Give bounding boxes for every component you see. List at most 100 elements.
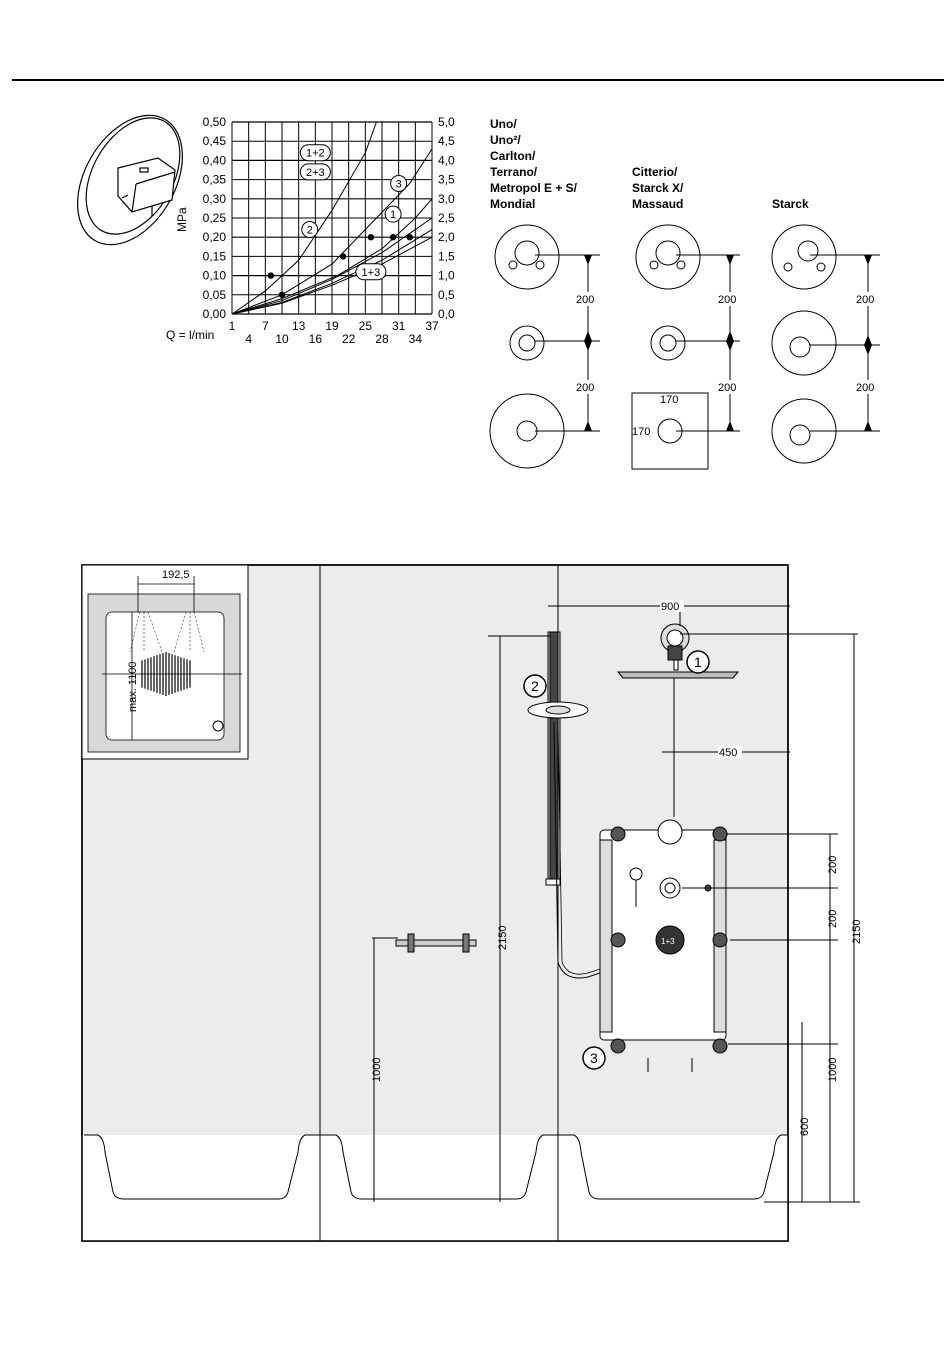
curve-label-bubble: [299, 163, 331, 181]
series-line-1: [231, 198, 433, 315]
x-tick-upper: 1: [229, 319, 236, 333]
chart-area: 0,000,050,100,150,200,250,300,350,400,45…: [203, 115, 455, 346]
drain-icon: [212, 720, 224, 732]
dim-192-5: 192,5: [162, 569, 190, 581]
dim-450: 450: [719, 747, 737, 759]
y-tick-left: 0,30: [203, 192, 227, 206]
curve-label-bubble: [301, 221, 319, 239]
curve-label: 3: [396, 178, 402, 190]
series-line-1plus3: [231, 236, 433, 315]
header-col1-line: Uno²/: [490, 133, 521, 147]
dim-spacing-2: 200: [576, 382, 594, 394]
installation-diagram: 192,5 max. 1100 1+3: [81, 564, 863, 1242]
bathtub-outlines: [84, 1134, 788, 1200]
data-marker: [367, 234, 375, 241]
header-col1-line: Carlton/: [490, 149, 536, 163]
dim-spacing-4: 200: [718, 382, 736, 394]
header-col2-line: Citterio/: [632, 165, 678, 179]
y-tick-left: 0,05: [203, 288, 227, 302]
header-col2-line: Massaud: [632, 197, 683, 211]
header-col1-line: Mondial: [490, 197, 535, 211]
header-col3: Starck: [772, 197, 809, 211]
floor-zone: [82, 1135, 788, 1241]
header-col2: Citterio/Starck X/Massaud: [632, 165, 684, 211]
plan-view-inset: 192,5 max. 1100: [81, 564, 249, 760]
y-tick-right: 2,0: [438, 230, 455, 244]
x-tick-lower: 34: [409, 332, 423, 346]
y-tick-right: 4,0: [438, 153, 455, 167]
curve-label: 1: [390, 209, 396, 221]
header-col1-line: Metropol E + S/: [490, 181, 578, 195]
series-line-3: [231, 148, 433, 315]
y-tick-right: 1,5: [438, 249, 455, 263]
label-thermostat: 3: [590, 1050, 598, 1066]
x-tick-upper: 31: [392, 319, 406, 333]
y-axis-label-left: MPa: [175, 207, 189, 232]
dim-200-lower: 200: [827, 910, 839, 928]
y-tick-right: 2,5: [438, 211, 455, 225]
curve-label-bubble: [299, 144, 331, 162]
spacing-diagram: Uno/Uno²/Carlton/Terrano/Metropol E + S/…: [489, 117, 880, 470]
pressure-diagram: 0,000,050,100,150,200,250,300,350,400,45…: [77, 114, 455, 346]
header-col2-line: Starck X/: [632, 181, 684, 195]
y-tick-right: 3,5: [438, 173, 455, 187]
x-tick-upper: 19: [325, 319, 339, 333]
x-tick-lower: 4: [245, 332, 252, 346]
curve-label-bubble: [355, 263, 387, 281]
dim-600: 600: [799, 1118, 811, 1136]
header-col1-line: Uno/: [490, 117, 517, 131]
y-tick-left: 0,10: [203, 269, 227, 283]
dim-2150-right: 2150: [851, 920, 863, 944]
y-tick-left: 0,20: [203, 230, 227, 244]
y-tick-right: 0,5: [438, 288, 455, 302]
dim-2150-left: 2150: [497, 926, 509, 950]
x-tick-lower: 10: [275, 332, 289, 346]
curve-label: 1+3: [362, 267, 381, 279]
curve-label: 2+3: [306, 167, 325, 179]
x-tick-upper: 37: [425, 319, 439, 333]
y-tick-left: 0,35: [203, 173, 227, 187]
x-tick-upper: 25: [359, 319, 373, 333]
dim-spacing-5: 200: [856, 294, 874, 306]
shower-rail: [527, 631, 639, 979]
dim-1000-right: 1000: [827, 1058, 839, 1082]
spray-head-plate: [494, 224, 560, 290]
data-marker: [406, 234, 413, 241]
dim-900: 900: [661, 601, 679, 613]
y-tick-right: 5,0: [438, 115, 455, 129]
diverter-plate: [509, 325, 545, 361]
thermostat-valve-sketch: [77, 114, 183, 246]
curve-label-bubble: [390, 174, 408, 192]
dim-spacing-6: 200: [856, 382, 874, 394]
curve-label: 2: [307, 225, 313, 237]
y-tick-left: 0,50: [203, 115, 227, 129]
dim-plate-width: 170: [660, 394, 678, 406]
dim-plate-height: 170: [632, 426, 650, 438]
curve-label: 1+2: [306, 148, 325, 160]
series-line-2plus3: [231, 229, 433, 315]
dial-label: 1+3: [661, 937, 675, 946]
overhead-shower: [616, 623, 740, 679]
x-tick-lower: 22: [342, 332, 356, 346]
header-col1-line: Terrano/: [490, 165, 538, 179]
data-marker: [278, 291, 286, 298]
data-marker: [339, 253, 347, 260]
y-tick-right: 4,5: [438, 134, 455, 148]
x-axis-label: Q = l/min: [166, 328, 214, 342]
y-tick-left: 0,15: [203, 249, 227, 263]
curve-label-bubble: [384, 205, 402, 223]
dim-1000-left: 1000: [371, 1058, 383, 1082]
y-tick-left: 0,25: [203, 211, 227, 225]
y-tick-right: 1,0: [438, 269, 455, 283]
x-tick-lower: 16: [309, 332, 323, 346]
dim-max-1100: max. 1100: [127, 661, 139, 712]
dim-200-upper: 200: [827, 856, 839, 874]
y-tick-right: 3,0: [438, 192, 455, 206]
dim-spacing-3: 200: [718, 294, 736, 306]
mounting-box: 1+3: [599, 819, 728, 1072]
dim-spacing-1: 200: [576, 294, 594, 306]
y-tick-left: 0,45: [203, 134, 227, 148]
top-rule: [12, 79, 944, 81]
label-hand-shower: 2: [531, 678, 539, 694]
y-tick-left: 0,00: [203, 307, 227, 321]
